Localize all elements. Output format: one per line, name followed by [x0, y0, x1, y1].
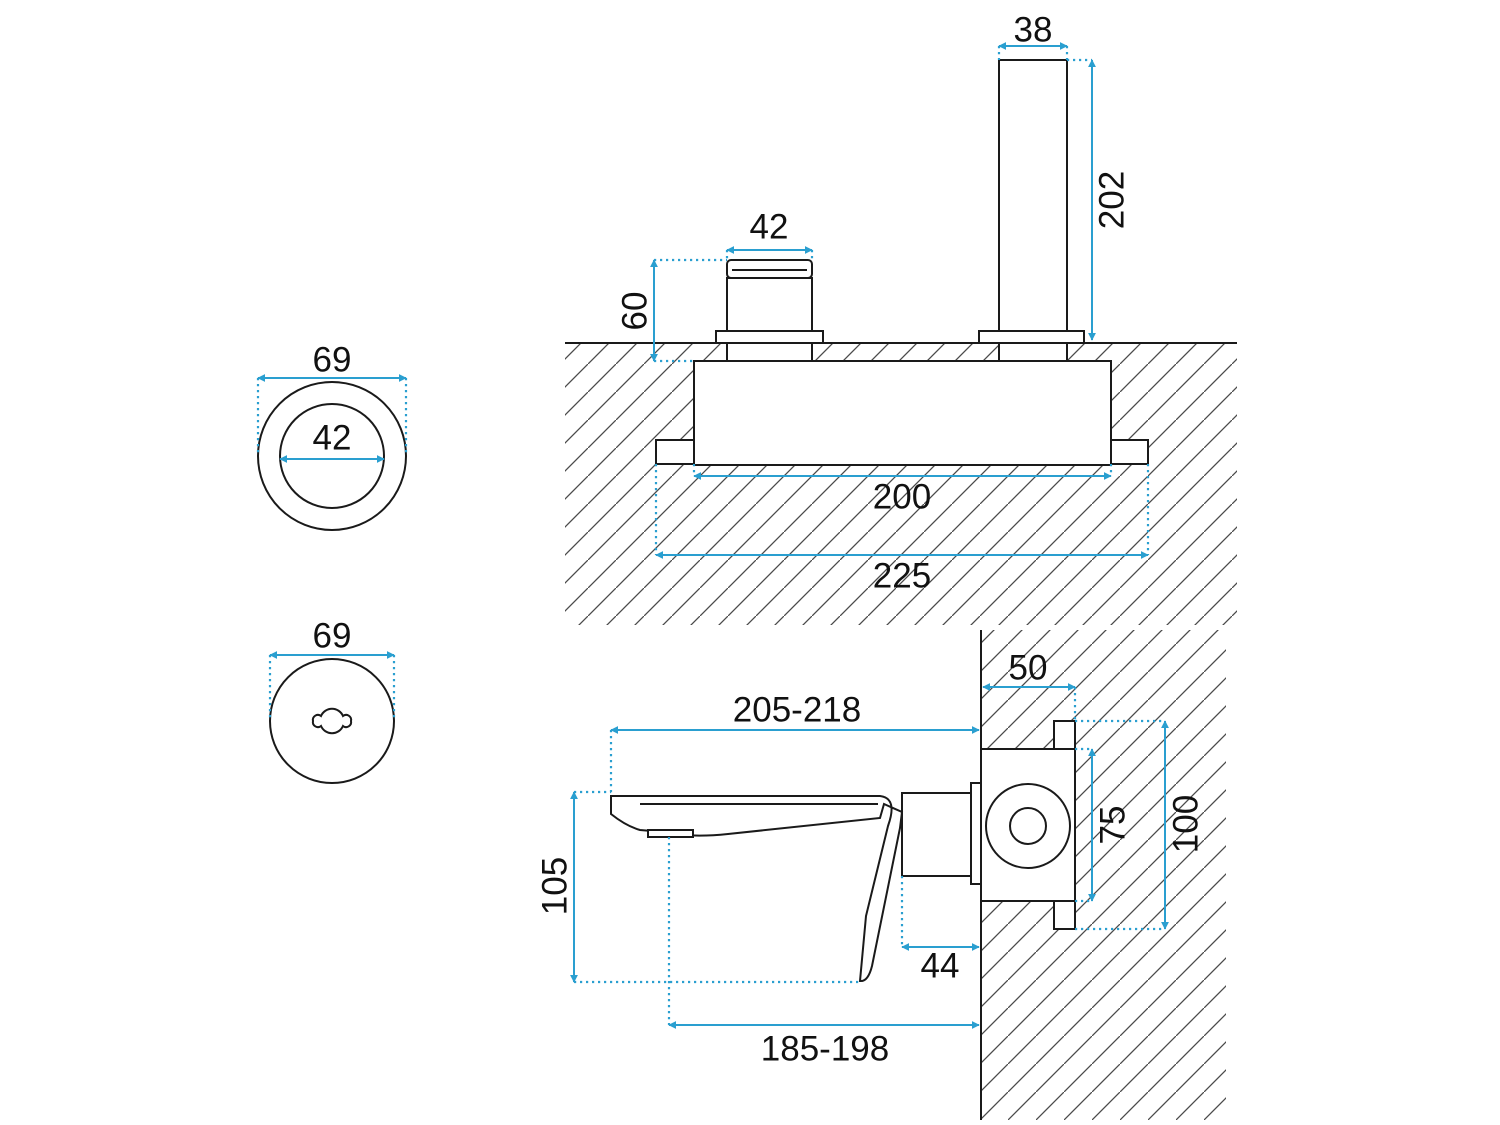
dim-outlet-reach: 185-198	[667, 837, 980, 1069]
dim-handle-height: 60	[616, 258, 727, 363]
dim-label: 200	[873, 478, 931, 517]
dim-wall-depth: 50	[982, 649, 1077, 721]
dim-spout-height: 202	[1067, 58, 1132, 341]
dim-label: 60	[616, 292, 655, 331]
side-section-view: 50 205-218 105 44 185-198	[536, 630, 1226, 1120]
dim-plate-height: 100	[1075, 719, 1206, 931]
dim-handle-rosette-inner: 42	[279, 419, 385, 463]
dim-label: 225	[873, 557, 931, 596]
dim-label: 100	[1167, 795, 1206, 853]
dim-rosette-depth: 44	[900, 876, 980, 986]
concealed-body	[693, 360, 1112, 466]
side-spout	[610, 795, 904, 983]
dim-body-length: 200	[692, 464, 1113, 517]
dim-label: 44	[921, 947, 960, 986]
handle-rosette-detail: 69 42	[256, 341, 408, 531]
dim-spout-rosette-outer: 69	[268, 617, 396, 721]
side-cartridge-core	[1009, 807, 1047, 845]
dim-body-height: 75	[1075, 747, 1133, 903]
dim-label: 50	[1009, 649, 1048, 688]
dim-spout-drop: 105	[536, 790, 860, 984]
spout-rosette-plate	[978, 330, 1085, 344]
dim-label: 205-218	[733, 691, 861, 730]
side-spout-sleeve	[901, 792, 972, 877]
side-plate-top	[1053, 720, 1076, 750]
side-aerator	[647, 829, 694, 838]
dim-handle-width: 42	[725, 208, 814, 260]
dim-label: 69	[313, 341, 352, 380]
spout-rosette-outer	[269, 658, 395, 784]
dim-label: 105	[536, 857, 575, 915]
spout-rosette-keyhole	[311, 707, 353, 735]
dim-label: 42	[313, 419, 352, 458]
dim-spout-width: 38	[997, 11, 1069, 60]
handle-body	[726, 277, 813, 332]
dim-label: 202	[1093, 171, 1132, 229]
dim-spout-reach: 205-218	[609, 691, 980, 796]
dim-label: 69	[313, 617, 352, 656]
side-plate-bottom	[1053, 900, 1076, 930]
dim-label: 38	[1014, 11, 1053, 50]
spout-rosette-detail: 69	[268, 617, 396, 784]
spout-sleeve	[998, 342, 1068, 362]
dim-label: 42	[750, 208, 789, 247]
dim-label: 75	[1094, 806, 1133, 845]
handle-rosette-plate	[715, 330, 824, 344]
dim-label: 185-198	[761, 1030, 889, 1069]
front-elevation-view: 38 202 42 60 200	[565, 11, 1237, 625]
spout-stem	[998, 59, 1068, 332]
dim-handle-rosette-outer: 69	[256, 341, 408, 456]
dim-plate-length: 225	[654, 464, 1150, 596]
side-rosette	[970, 782, 982, 885]
handle-sleeve	[726, 342, 813, 362]
